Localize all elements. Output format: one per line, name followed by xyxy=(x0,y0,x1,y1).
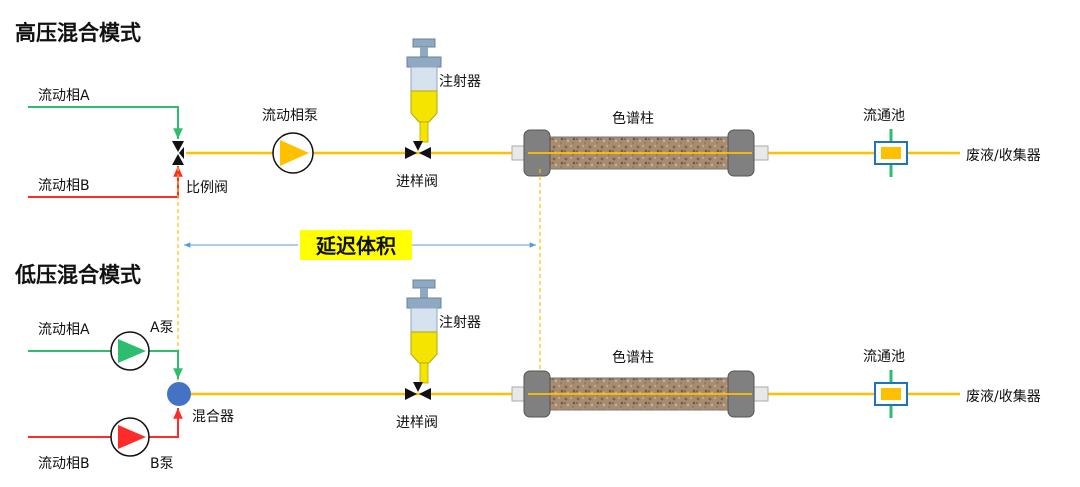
label-column: 色谱柱 xyxy=(612,110,654,127)
label-waste-collector: 废液/收集器 xyxy=(966,147,1041,164)
label-syringe-low: 注射器 xyxy=(439,315,481,331)
pump-b-icon xyxy=(110,417,150,457)
syringe-icon xyxy=(406,38,442,143)
label-flow-cell-low: 流通池 xyxy=(863,349,905,365)
flow-cell-icon-low xyxy=(874,370,908,418)
label-syringe: 注射器 xyxy=(439,74,481,90)
line-mobile-phase-a-low xyxy=(28,350,183,379)
proportioning-valve-icon xyxy=(172,141,184,165)
label-proportioning-valve: 比例阀 xyxy=(186,180,228,196)
label-mobile-phase-b: 流动相B xyxy=(38,178,90,194)
label-pump-a: A泵 xyxy=(150,320,174,336)
flow-cell-icon xyxy=(874,129,908,177)
pump-a-icon xyxy=(110,331,150,371)
mobile-phase-pump-icon xyxy=(272,132,314,174)
title-low-pressure: 低压混合模式 xyxy=(14,263,141,287)
line-mobile-phase-a xyxy=(28,106,183,139)
label-injection-valve-low: 进样阀 xyxy=(396,415,438,431)
injection-valve-icon xyxy=(405,141,431,159)
syringe-icon-low xyxy=(406,279,442,384)
label-mobile-phase-pump: 流动相泵 xyxy=(262,108,318,124)
line-mobile-phase-b-low xyxy=(28,408,183,438)
label-waste-collector-low: 废液/收集器 xyxy=(966,388,1041,405)
title-high-pressure: 高压混合模式 xyxy=(15,21,141,45)
label-mixer: 混合器 xyxy=(192,409,234,425)
mixer-icon xyxy=(167,382,191,406)
label-delay-volume: 延迟体积 xyxy=(315,234,396,258)
label-mobile-phase-a-low: 流动相A xyxy=(38,322,90,338)
label-injection-valve: 进样阀 xyxy=(396,174,438,190)
label-pump-b: B泵 xyxy=(150,456,174,472)
label-flow-cell: 流通池 xyxy=(863,108,905,124)
delay-volume-highlight xyxy=(300,230,412,260)
label-mobile-phase-a: 流动相A xyxy=(38,88,90,104)
label-mobile-phase-b-low: 流动相B xyxy=(38,456,90,472)
label-column-low: 色谱柱 xyxy=(612,349,654,366)
injection-valve-icon-low xyxy=(405,382,431,400)
